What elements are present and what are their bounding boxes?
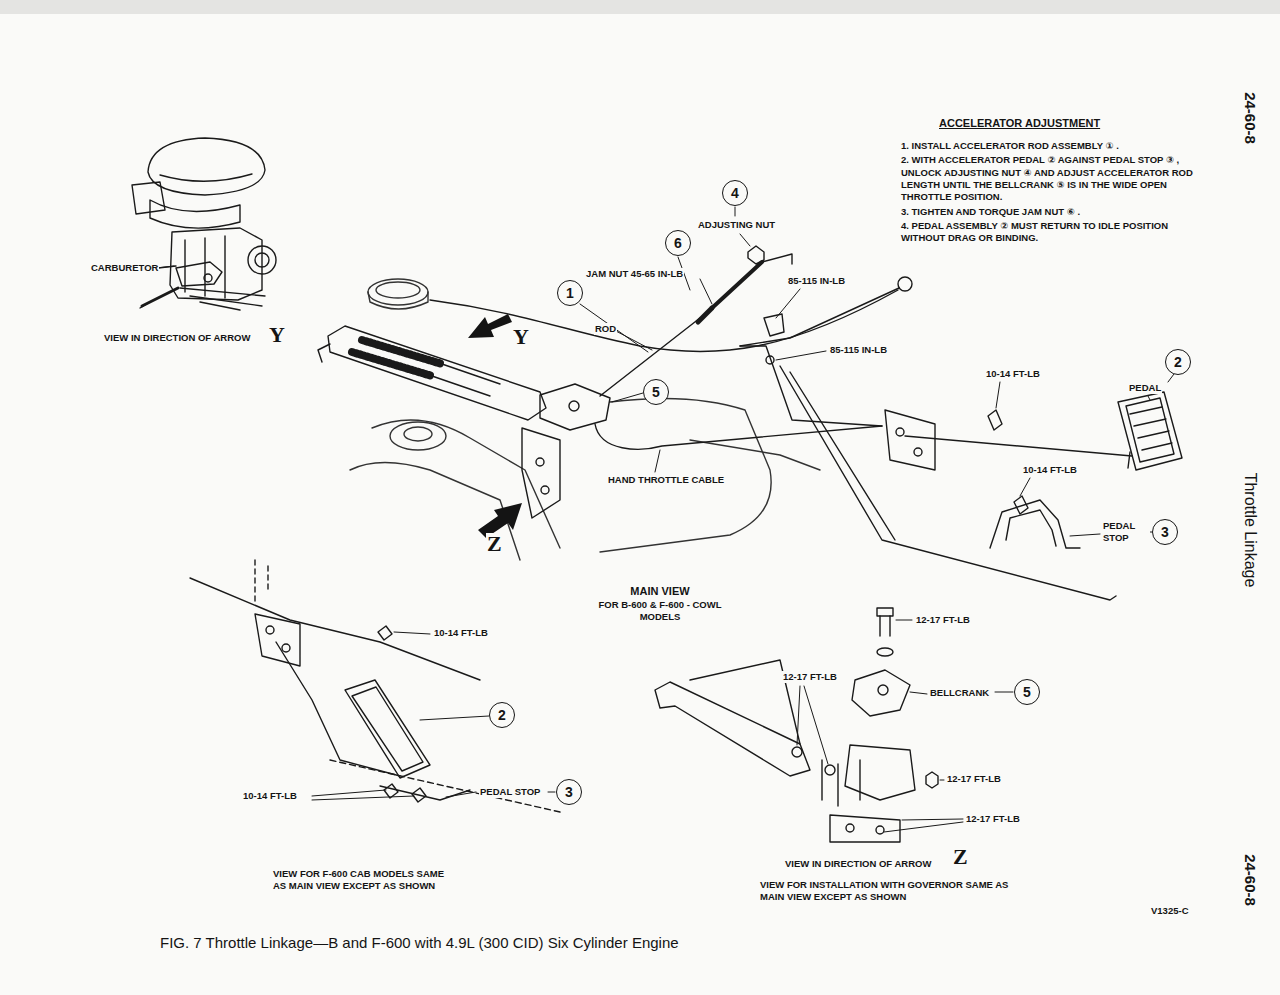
- pedal-drawing: [885, 392, 1182, 548]
- view-letter: Y: [512, 326, 530, 348]
- callout-number: 4: [722, 180, 748, 206]
- view-label: VIEW IN DIRECTION OF ARROW: [103, 332, 251, 344]
- page-number: 24-60-8: [1240, 91, 1260, 145]
- linkage-springs: [318, 326, 546, 420]
- torque-spec: 12-17 FT-LB: [946, 773, 1002, 785]
- governor-bellcrank-view: [655, 608, 938, 842]
- scan-edge: [0, 0, 1280, 14]
- torque-spec: 10-14 FT-LB: [242, 790, 298, 802]
- torque-spec: JAM NUT 45-65 IN-LB: [585, 268, 684, 280]
- section-title: Throttle Linkage: [1240, 472, 1261, 589]
- part-name: ADJUSTING NUT: [697, 219, 776, 231]
- leader-lines: [157, 207, 1174, 832]
- part-name: BELLCRANK: [929, 687, 990, 699]
- callout-number: 6: [665, 230, 691, 256]
- bellcrank-drawing: [522, 384, 610, 518]
- torque-spec: 10-14 FT-LB: [985, 368, 1041, 380]
- callout-text: 3: [1161, 525, 1169, 539]
- callout-number: 3: [556, 779, 582, 805]
- part-name: PEDAL: [1128, 382, 1162, 394]
- cab-pedal-view: [190, 560, 560, 812]
- view-note: FOR B-600 & F-600 - COWL MODELS: [584, 599, 736, 624]
- torque-spec: 12-17 FT-LB: [915, 614, 971, 626]
- callout-text: 6: [674, 236, 682, 250]
- view-letter: Z: [952, 846, 969, 868]
- torque-spec: 10-14 FT-LB: [433, 627, 489, 639]
- callout-number: 5: [643, 379, 669, 405]
- part-name: ROD: [594, 323, 617, 335]
- callout-number: 5: [1014, 679, 1040, 705]
- view-label: VIEW IN DIRECTION OF ARROW: [784, 858, 932, 870]
- torque-spec: 85-115 IN-LB: [787, 275, 846, 287]
- callout-text: 3: [565, 785, 573, 799]
- page-number: 24-60-8: [1240, 853, 1260, 907]
- callout-number: 1: [557, 280, 583, 306]
- engine-outline: [350, 279, 820, 560]
- view-letter: Z: [486, 533, 503, 555]
- part-name: HAND THROTTLE CABLE: [607, 474, 725, 486]
- callout-text: 5: [1023, 685, 1031, 699]
- carburetor-drawing: [132, 138, 276, 310]
- hand-throttle-cable: [430, 290, 898, 449]
- torque-spec: 85-115 IN-LB: [829, 344, 888, 356]
- view-note: VIEW FOR F-600 CAB MODELS SAME AS MAIN V…: [272, 868, 454, 893]
- callout-text: 1: [566, 286, 574, 300]
- section-heading: ACCELERATOR ADJUSTMENT: [938, 116, 1101, 130]
- callout-text: 5: [652, 385, 660, 399]
- part-name: CARBURETOR: [90, 262, 159, 274]
- view-note: VIEW FOR INSTALLATION WITH GOVERNOR SAME…: [759, 879, 1011, 904]
- callout-number: 2: [489, 702, 515, 728]
- part-name: PEDAL STOP: [1102, 520, 1150, 545]
- instruction-step: 2. WITH ACCELERATOR PEDAL ② AGAINST PEDA…: [900, 154, 1198, 203]
- callout-text: 2: [498, 708, 506, 722]
- callout-number: 2: [1165, 349, 1191, 375]
- part-name: PEDAL STOP: [479, 786, 541, 798]
- callout-text: 4: [731, 186, 739, 200]
- view-letter: Y: [268, 324, 286, 346]
- torque-spec: 10-14 FT-LB: [1022, 464, 1078, 476]
- figure-caption: FIG. 7 Throttle Linkage—B and F-600 with…: [160, 934, 679, 951]
- torque-spec: 12-17 FT-LB: [782, 671, 838, 683]
- instruction-step: 1. INSTALL ACCELERATOR ROD ASSEMBLY ① .: [900, 140, 1198, 152]
- view-title: MAIN VIEW: [629, 584, 690, 598]
- torque-spec: 12-17 FT-LB: [965, 813, 1021, 825]
- instruction-step: 3. TIGHTEN AND TORQUE JAM NUT ⑥ .: [900, 206, 1198, 218]
- callout-number: 3: [1152, 519, 1178, 545]
- figure-code: V1325-C: [1150, 905, 1190, 917]
- callout-text: 2: [1174, 355, 1182, 369]
- instruction-step: 4. PEDAL ASSEMBLY ② MUST RETURN TO IDLE …: [900, 220, 1198, 245]
